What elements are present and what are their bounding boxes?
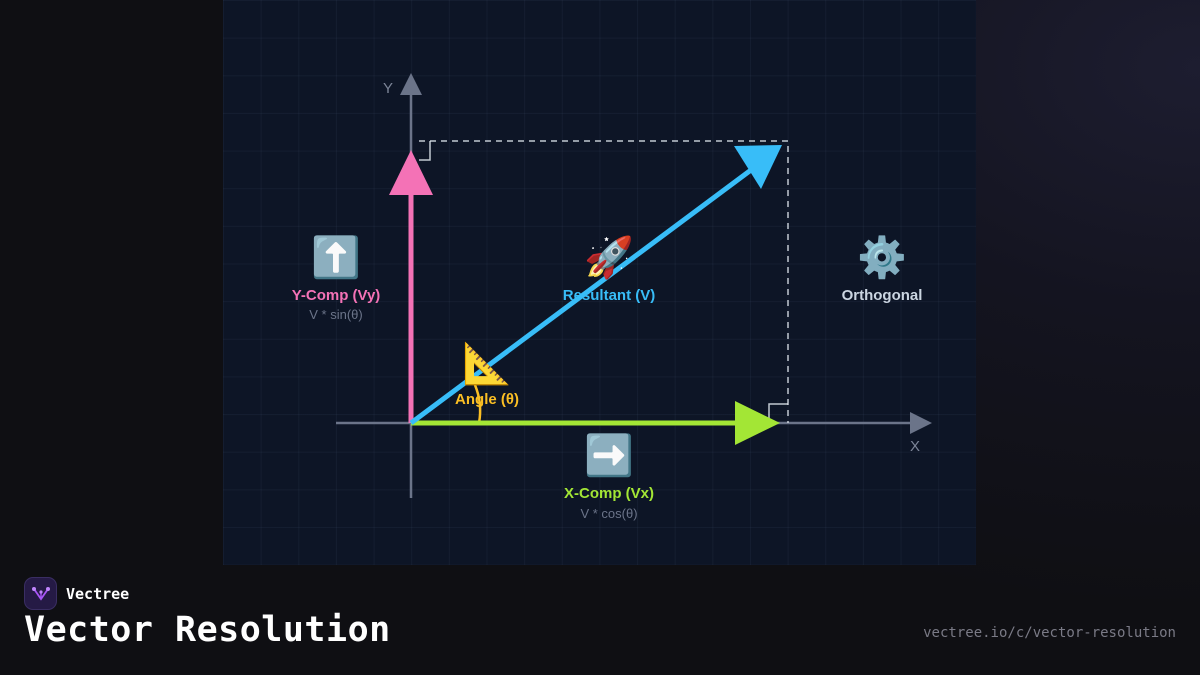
vectree-logo-icon xyxy=(24,577,57,610)
vector-resolution-diagram xyxy=(336,73,932,498)
x-axis-arrowhead xyxy=(910,412,932,434)
diagram-canvas: Y X ⬆️ Y-Comp (Vy) V * sin(θ) 🚀 Resultan… xyxy=(223,0,976,565)
x-component-formula: V * cos(θ) xyxy=(580,506,638,521)
brand: Vectree xyxy=(24,577,129,610)
resultant-vector xyxy=(409,167,753,426)
right-angle-marker-top xyxy=(419,141,431,161)
y-component-formula: V * sin(θ) xyxy=(309,307,363,322)
rocket-icon: 🚀 xyxy=(584,235,634,281)
x-component-label: X-Comp (Vx) xyxy=(564,485,654,502)
page-url-link[interactable]: vectree.io/c/vector-resolution xyxy=(923,625,1176,641)
brand-name: Vectree xyxy=(66,584,130,603)
gear-icon: ⚙️ xyxy=(857,235,907,281)
right-angle-marker-bottom xyxy=(768,403,788,423)
x-axis-label: X xyxy=(910,438,921,455)
x-component-arrowhead xyxy=(735,401,780,445)
projection-guide-lines xyxy=(419,140,789,423)
y-axis-label: Y xyxy=(383,80,394,97)
y-component-arrowhead xyxy=(389,150,433,195)
y-component-label: Y-Comp (Vy) xyxy=(291,287,381,304)
up-arrow-icon: ⬆️ xyxy=(311,235,361,281)
resultant-arrowhead xyxy=(734,145,782,189)
y-axis-arrowhead xyxy=(400,73,422,95)
orthogonal-label: Orthogonal xyxy=(841,287,923,304)
resultant-label: Resultant (V) xyxy=(562,287,656,304)
angle-label: Angle (θ) xyxy=(455,391,519,408)
right-arrow-icon: ➡️ xyxy=(584,433,634,479)
page-title: Vector Resolution xyxy=(24,610,391,650)
triangular-ruler-icon: 📐 xyxy=(462,341,512,387)
